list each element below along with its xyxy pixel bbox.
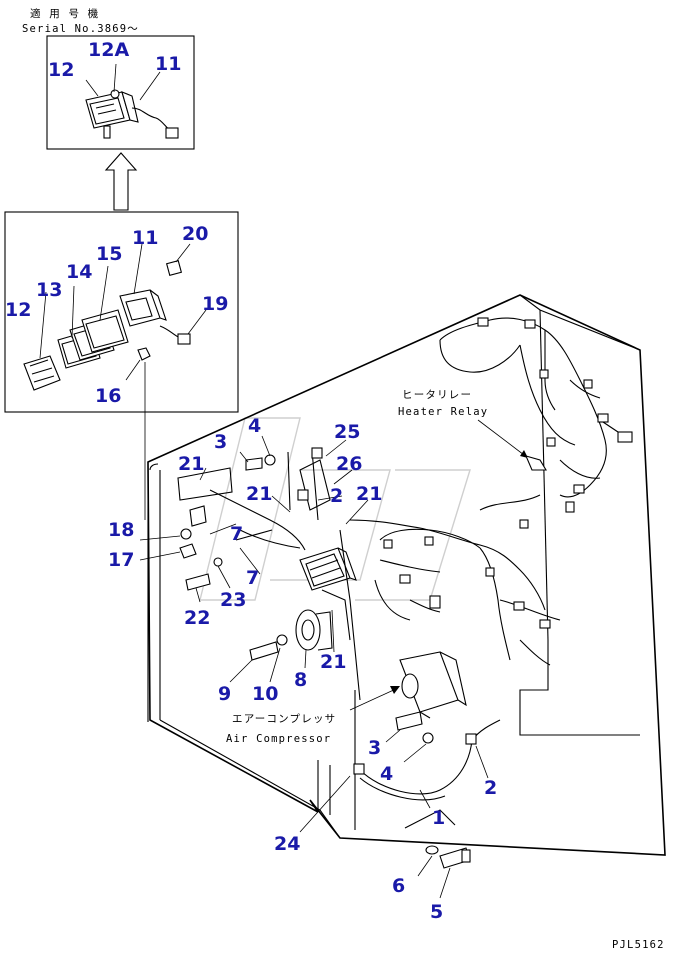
callout-21a: 21 [178, 453, 204, 475]
callout-11b: 11 [132, 227, 158, 249]
arrow-up-icon [104, 152, 138, 211]
inset-box-exploded [4, 211, 239, 413]
nut-16 [137, 347, 151, 361]
lamp-housing-15 [81, 309, 129, 353]
callout-8: 8 [294, 669, 307, 691]
lamp-lens-12 [23, 355, 61, 391]
callout-3: 3 [214, 431, 227, 453]
callout-1: 1 [432, 807, 445, 829]
callout-12b: 12 [5, 299, 31, 321]
applicable-serial-jp: 適 用 号 機 [30, 7, 99, 20]
horn-8 [295, 609, 333, 651]
harness-19 [159, 325, 191, 345]
serial-number: Serial No.3869～ [22, 23, 139, 35]
callout-3b: 3 [368, 737, 381, 759]
leader-lines [139, 435, 489, 899]
inset-box-top [46, 35, 195, 150]
callout-14: 14 [66, 261, 92, 283]
callout-12: 12 [48, 59, 74, 81]
callout-6: 6 [392, 875, 405, 897]
air-compressor [399, 651, 467, 719]
callout-26: 26 [336, 453, 362, 475]
callout-15: 15 [96, 243, 122, 265]
callout-10: 10 [252, 683, 278, 705]
callout-9: 9 [218, 683, 231, 705]
lamp-bracket-11 [119, 289, 167, 327]
washer-6 [425, 845, 439, 855]
callout-4: 4 [248, 415, 261, 437]
wiring-harness-upper [439, 317, 633, 513]
callout-2: 2 [330, 485, 343, 507]
air-compressor-leader [349, 686, 400, 711]
callout-13: 13 [36, 279, 62, 301]
callout-21b: 21 [246, 483, 272, 505]
air-compressor-label-jp: エアーコンプレッサ [232, 713, 336, 725]
air-compressor-label: Air Compressor [226, 733, 331, 745]
drawing-code: PJL5162 [612, 939, 665, 951]
bracket-parts [177, 447, 434, 744]
callout-7b: 7 [246, 567, 259, 589]
callout-7a: 7 [230, 523, 243, 545]
callout-20: 20 [182, 223, 208, 245]
work-lamp-new [85, 89, 179, 139]
heater-relay-leader [477, 419, 547, 471]
callout-19: 19 [202, 293, 228, 315]
bolt-5 [439, 847, 471, 869]
label-plate-20 [165, 259, 183, 277]
callout-25: 25 [334, 421, 360, 443]
callout-23: 23 [220, 589, 246, 611]
callout-11: 11 [155, 53, 181, 75]
harness-1 [353, 719, 501, 829]
callout-17: 17 [108, 549, 134, 571]
callout-5: 5 [430, 901, 443, 923]
callout-4b: 4 [380, 763, 393, 785]
callout-2b: 2 [484, 777, 497, 799]
callout-24: 24 [274, 833, 300, 855]
callout-16: 16 [95, 385, 121, 407]
heater-relay-label-jp: ヒータリレー [402, 389, 472, 401]
callout-21c: 21 [356, 483, 382, 505]
callout-22: 22 [184, 607, 210, 629]
callout-21d: 21 [320, 651, 346, 673]
callout-18: 18 [108, 519, 134, 541]
wiring-harness-main [349, 494, 561, 666]
heater-relay-label: Heater Relay [398, 406, 488, 418]
work-lamp-mounted [299, 547, 357, 591]
callout-12A: 12A [88, 39, 129, 61]
